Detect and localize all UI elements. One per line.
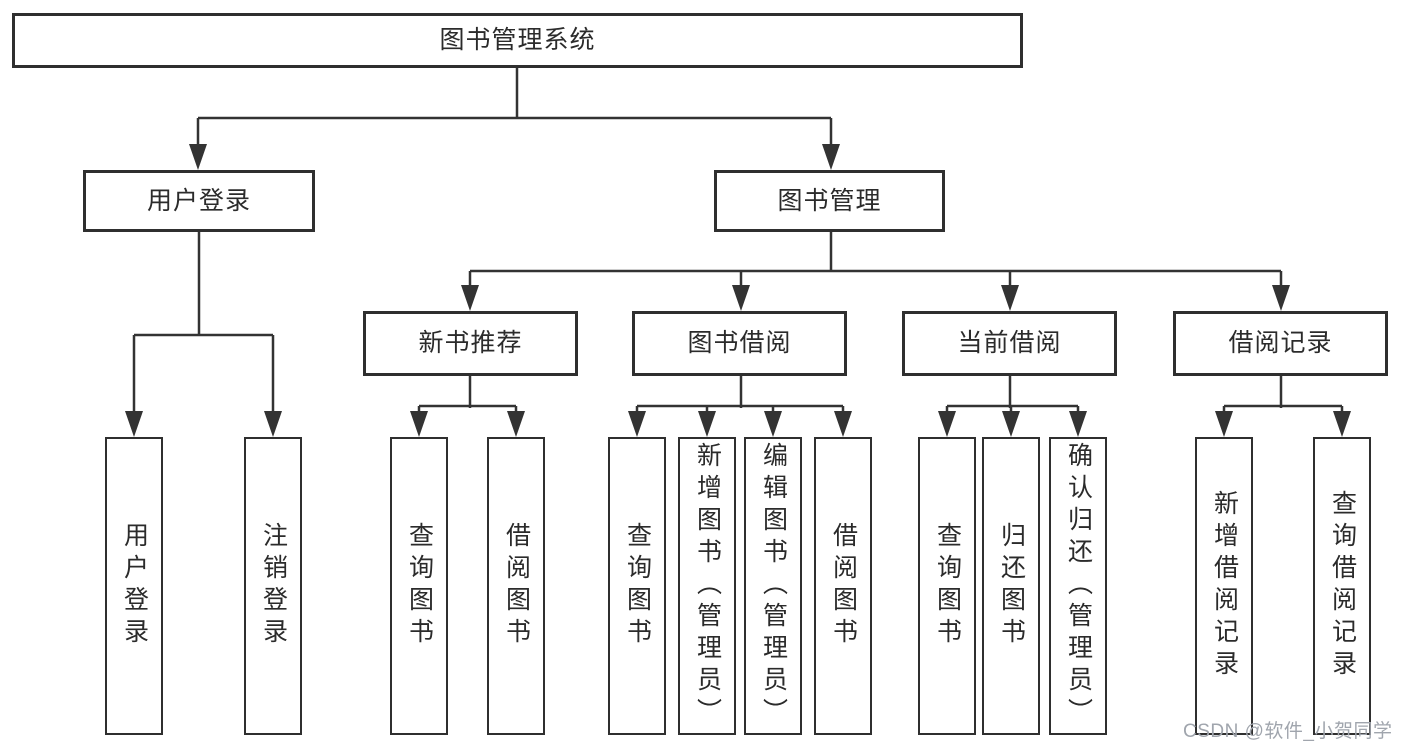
leaf-query-books-recommend-label: 查询图书 (405, 522, 434, 650)
arrowheads (125, 144, 1351, 437)
leaf-add-borrow-record: 新增借阅记录 (1195, 437, 1253, 735)
node-current-borrow: 当前借阅 (902, 311, 1117, 376)
leaf-confirm-return-admin-label: 确认归还（管理员） (1064, 442, 1093, 730)
node-book-management-label: 图书管理 (777, 186, 882, 215)
leaf-query-books-current: 查询图书 (918, 437, 976, 735)
leaf-edit-books-admin: 编辑图书（管理员） (744, 437, 802, 735)
node-current-borrow-label: 当前借阅 (957, 329, 1062, 357)
leaf-query-books-current-label: 查询图书 (933, 522, 962, 650)
leaf-add-books-admin-label: 新增图书（管理员） (693, 442, 722, 730)
leaf-query-books-recommend: 查询图书 (390, 437, 448, 735)
node-user-login-label: 用户登录 (146, 186, 251, 215)
node-new-book-recommend: 新书推荐 (363, 311, 578, 376)
leaf-borrow-books-recommend-label: 借阅图书 (502, 522, 531, 650)
leaf-query-borrow-record: 查询借阅记录 (1313, 437, 1371, 735)
leaf-query-borrow-record-label: 查询借阅记录 (1328, 490, 1357, 682)
node-book-borrow-label: 图书借阅 (687, 329, 792, 357)
leaf-borrow-books-label: 借阅图书 (829, 522, 858, 650)
leaf-edit-books-admin-label: 编辑图书（管理员） (759, 442, 788, 730)
node-root-label: 图书管理系统 (439, 26, 596, 54)
leaf-add-borrow-record-label: 新增借阅记录 (1210, 490, 1239, 682)
leaf-return-books: 归还图书 (982, 437, 1040, 735)
connector-path (132, 68, 1344, 415)
leaf-logout-login: 注销登录 (244, 437, 302, 735)
node-new-book-recommend-label: 新书推荐 (418, 329, 523, 357)
node-borrow-record-label: 借阅记录 (1228, 329, 1333, 357)
leaf-borrow-books-recommend: 借阅图书 (487, 437, 545, 735)
csdn-watermark: CSDN @软件_小贺同学 (1183, 721, 1393, 742)
leaf-confirm-return-admin: 确认归还（管理员） (1049, 437, 1107, 735)
leaf-user-login: 用户登录 (105, 437, 163, 735)
node-user-login: 用户登录 (83, 170, 315, 232)
node-book-management: 图书管理 (714, 170, 945, 232)
leaf-query-books-borrow: 查询图书 (608, 437, 666, 735)
node-borrow-record: 借阅记录 (1173, 311, 1388, 376)
leaf-return-books-label: 归还图书 (997, 522, 1026, 650)
leaf-query-books-borrow-label: 查询图书 (623, 522, 652, 650)
leaf-user-login-label: 用户登录 (120, 522, 149, 650)
leaf-add-books-admin: 新增图书（管理员） (678, 437, 736, 735)
node-root: 图书管理系统 (12, 13, 1023, 68)
node-book-borrow: 图书借阅 (632, 311, 847, 376)
leaf-borrow-books: 借阅图书 (814, 437, 872, 735)
leaf-logout-login-label: 注销登录 (259, 522, 288, 650)
